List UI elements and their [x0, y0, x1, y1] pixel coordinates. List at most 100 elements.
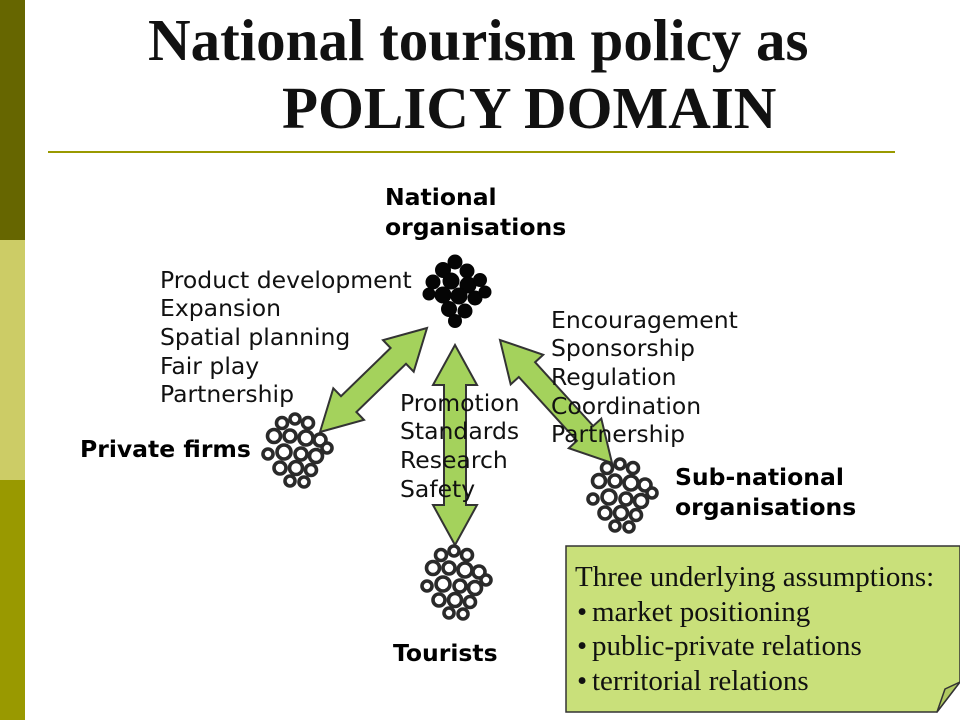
relation-item: Research — [400, 445, 508, 474]
ring-dot — [307, 447, 325, 465]
arrows — [318, 326, 614, 548]
ring-dot — [625, 460, 641, 476]
ring-dot — [288, 412, 302, 426]
ring-dot — [618, 491, 634, 507]
relation-item: Partnership — [160, 380, 294, 409]
note-bullet-list: market positioning public-private relati… — [575, 595, 934, 699]
tourists-label: Tourists — [393, 639, 498, 669]
relation-item: Partnership — [551, 420, 685, 449]
ring-dot — [282, 428, 298, 444]
ring-dot — [613, 457, 627, 471]
ring-dot — [300, 415, 316, 431]
ring-dot — [265, 427, 283, 445]
ring-dot — [433, 547, 449, 563]
ring-dot — [645, 486, 659, 500]
filled-dot — [457, 303, 473, 319]
label-line: organisations — [675, 492, 857, 521]
relation-item: Product development — [160, 265, 412, 294]
arrow-national-private-firms — [318, 326, 429, 434]
sidebar-band-middle — [0, 240, 25, 480]
private-firms-label: Private firms — [80, 435, 251, 465]
note-bullet-text: public-private relations — [592, 630, 862, 662]
relation-list-tourists: Promotion Standards Research Safety — [400, 389, 520, 504]
ring-dot — [272, 460, 288, 476]
ring-dot — [608, 519, 622, 533]
label-line: National — [385, 183, 497, 211]
ring-dot — [456, 607, 470, 621]
filled-dot — [478, 285, 492, 299]
ring-dot — [462, 594, 478, 610]
sub-national-organisations-label: Sub-national organisations — [675, 463, 856, 522]
sub-national-organisations-icon — [586, 457, 659, 534]
note-heading: Three underlying assumptions: — [575, 561, 935, 593]
relation-item: Encouragement — [551, 305, 738, 334]
ring-dot — [274, 415, 290, 431]
slide-title-line-2: POLICY DOMAIN — [282, 75, 777, 141]
filled-dot — [442, 272, 460, 290]
ring-dot — [612, 504, 630, 522]
ring-dot — [622, 520, 636, 534]
ring-dot — [586, 492, 600, 506]
ring-dot — [447, 544, 461, 558]
ring-dot — [261, 447, 275, 461]
ring-dot — [431, 592, 447, 608]
ring-dot — [628, 507, 644, 523]
relation-item: Promotion — [400, 388, 520, 417]
relation-list-private-firms: Product development Expansion Spatial pl… — [160, 266, 412, 410]
note-bullet: territorial relations — [575, 664, 934, 699]
relation-item: Coordination — [551, 391, 702, 420]
filled-dot — [450, 287, 468, 305]
relation-item: Regulation — [551, 362, 677, 391]
national-organisations-label: National organisations — [385, 183, 566, 242]
note-box-folded-corner — [936, 681, 960, 713]
title-divider — [48, 151, 895, 153]
ring-dot — [632, 492, 650, 510]
relation-item: Standards — [400, 417, 520, 446]
ring-dot — [275, 443, 293, 461]
ring-dot — [303, 462, 319, 478]
relation-item: Safety — [400, 474, 476, 503]
filled-dot — [434, 286, 452, 304]
note-content: Three underlying assumptions: market pos… — [575, 560, 934, 698]
filled-dot — [425, 274, 441, 290]
filled-dot — [459, 263, 475, 279]
private-firms-icon — [261, 412, 334, 489]
note-bullet: public-private relations — [575, 629, 934, 664]
ring-dot — [607, 473, 623, 489]
ring-dot — [452, 578, 468, 594]
filled-dot — [441, 301, 457, 317]
note-bullet-text: territorial relations — [592, 664, 809, 697]
relation-item: Spatial planning — [160, 322, 351, 351]
ring-dot — [420, 579, 434, 593]
ring-dot — [479, 573, 493, 587]
ring-dot — [297, 475, 311, 489]
sidebar-band-bottom — [0, 480, 25, 720]
label-line: Tourists — [393, 639, 498, 667]
sidebar-band-top — [0, 0, 25, 240]
ring-dot — [597, 505, 613, 521]
ring-dot — [293, 446, 309, 462]
ring-dot — [434, 575, 452, 593]
note-bullet-text: market positioning — [592, 595, 811, 628]
national-organisations-icon — [422, 254, 492, 328]
ring-dot — [590, 472, 608, 490]
ring-dot — [459, 547, 475, 563]
ring-dot — [320, 441, 334, 455]
label-line: Sub-national — [675, 463, 844, 491]
ring-dot — [456, 561, 474, 579]
slide-title-line-1: National tourism policy as — [148, 7, 809, 73]
ring-dot — [441, 560, 457, 576]
ring-dot — [600, 488, 618, 506]
relation-list-sub-national: Encouragement Sponsorship Regulation Coo… — [551, 306, 738, 450]
relation-item: Expansion — [160, 294, 282, 323]
filled-dot — [448, 314, 462, 328]
ring-dot — [622, 474, 640, 492]
ring-dot — [283, 474, 297, 488]
label-line: organisations — [385, 212, 567, 241]
note-bullet: market positioning — [575, 595, 934, 630]
ring-dot — [442, 606, 456, 620]
label-line: Private firms — [80, 435, 251, 463]
filled-dot — [422, 287, 436, 301]
ring-dot — [466, 579, 484, 597]
